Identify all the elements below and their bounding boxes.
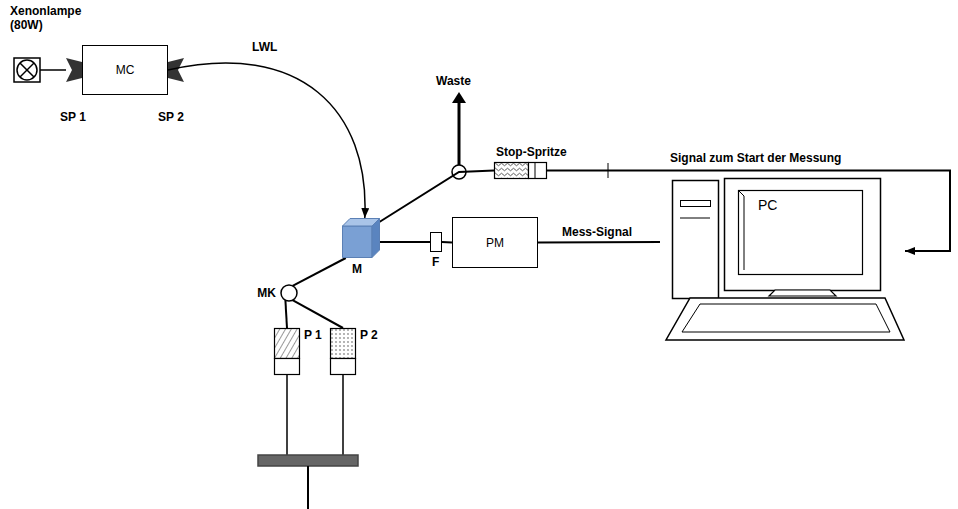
monochromator-box: MC bbox=[82, 45, 168, 95]
connector bbox=[538, 241, 660, 244]
photomultiplier-box: PM bbox=[452, 217, 538, 268]
node-label: M bbox=[352, 262, 362, 276]
syringe-pump: P 2 bbox=[330, 328, 356, 395]
shutter-label: SP 1 bbox=[60, 110, 86, 124]
computer: PC bbox=[660, 178, 905, 342]
stop-syringe: Stop-Spritze bbox=[494, 162, 547, 179]
connector bbox=[380, 241, 430, 243]
mixing-chamber: MK bbox=[280, 284, 298, 302]
connector bbox=[376, 171, 494, 225]
node-label: P 2 bbox=[360, 328, 378, 342]
node-label: PC bbox=[758, 198, 777, 212]
signal-label: Signal zum Start der Messung bbox=[668, 151, 843, 165]
signal-label: Mess-Signal bbox=[560, 225, 634, 239]
node-label: MC bbox=[83, 63, 167, 77]
node-label: P 1 bbox=[304, 328, 322, 342]
node-label: MK bbox=[257, 286, 276, 300]
syringe-pump: P 1 bbox=[274, 328, 300, 395]
node-label: F bbox=[432, 255, 439, 269]
connector bbox=[285, 300, 287, 328]
lamp-label: Xenonlampe (80W) bbox=[10, 4, 92, 32]
waste-outlet bbox=[452, 92, 466, 165]
node-label: PM bbox=[453, 236, 537, 250]
shutter-symbol bbox=[66, 58, 82, 82]
computer-shape bbox=[660, 178, 905, 342]
shutter-label: SP 2 bbox=[158, 110, 184, 124]
node-label: Stop-Spritze bbox=[496, 145, 567, 159]
filter: F bbox=[430, 232, 442, 252]
connector bbox=[293, 258, 346, 286]
connector bbox=[442, 241, 452, 244]
stop-syringe-shape bbox=[494, 162, 547, 179]
xenon-lamp bbox=[14, 58, 66, 82]
connector bbox=[293, 300, 343, 328]
mixing-cell: M bbox=[342, 218, 380, 258]
syringe-pump-shape bbox=[274, 328, 300, 395]
syringe-pump-shape bbox=[330, 328, 356, 395]
mixing-chamber-shape bbox=[280, 284, 298, 302]
connector bbox=[168, 63, 365, 218]
waste-label: Waste bbox=[436, 74, 471, 88]
mixing-cell-shape bbox=[342, 218, 380, 258]
signal-label: LWL bbox=[250, 40, 279, 54]
drive-mechanism bbox=[258, 395, 358, 509]
